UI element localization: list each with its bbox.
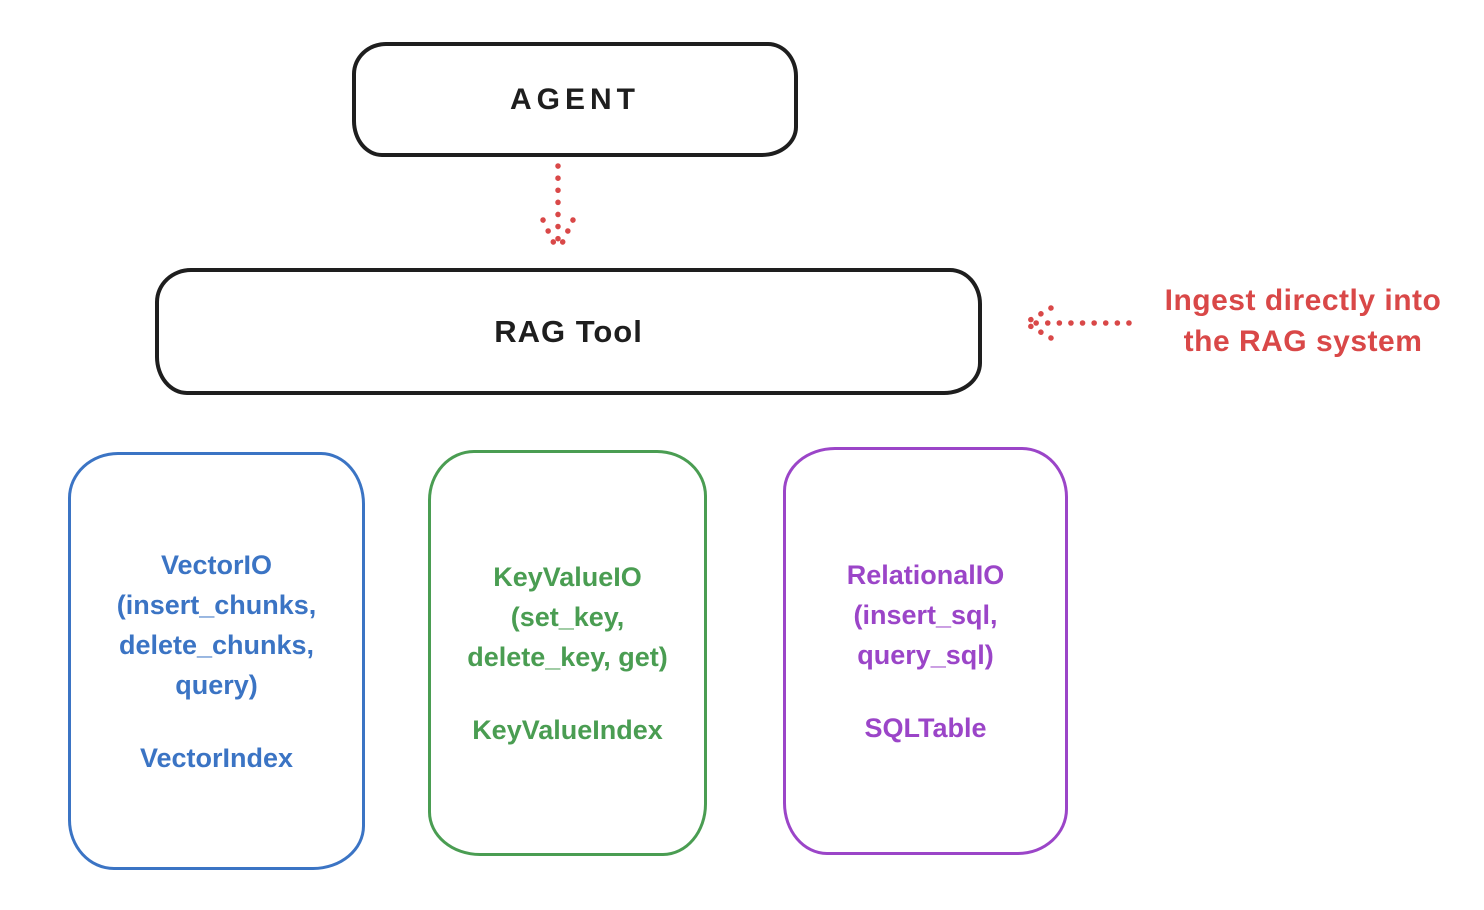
relational-io-methods-label: RelationalIO (insert_sql, query_sql) <box>846 559 1005 670</box>
dotted-arrow-down-icon <box>540 163 576 255</box>
sql-table-label: SQLTable <box>864 712 987 743</box>
key-value-index-label: KeyValueIndex <box>472 714 663 745</box>
rag-tool-box: RAG Tool <box>155 268 982 395</box>
vector-io-methods-label: VectorIO (insert_chunks, delete_chunks, … <box>116 549 317 700</box>
relational-io-box: RelationalIO (insert_sql, query_sql) SQL… <box>783 447 1068 855</box>
dotted-arrow-left-icon <box>1022 305 1132 341</box>
key-value-io-box: KeyValueIO (set_key, delete_key, get) Ke… <box>428 450 707 856</box>
agent-label: AGENT <box>510 82 640 116</box>
vector-index-label: VectorIndex <box>139 742 294 773</box>
agent-box: AGENT <box>352 42 798 157</box>
ingest-annotation-text: Ingest directly into the RAG system <box>1164 284 1442 358</box>
key-value-io-methods-label: KeyValueIO (set_key, delete_key, get) <box>467 561 668 672</box>
vector-io-box: VectorIO (insert_chunks, delete_chunks, … <box>68 452 365 870</box>
rag-tool-label: RAG Tool <box>494 313 643 349</box>
